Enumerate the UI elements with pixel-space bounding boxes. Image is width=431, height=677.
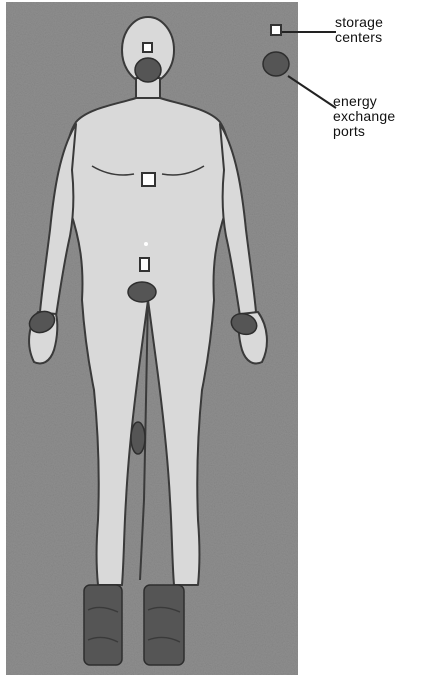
legend-label-storage-line1: storage bbox=[335, 15, 427, 30]
port-left-foot bbox=[84, 585, 122, 665]
port-right-foot bbox=[144, 585, 184, 665]
navel-dot bbox=[144, 242, 148, 246]
legend-storage-marker bbox=[271, 25, 281, 35]
storage-center-chest bbox=[142, 173, 155, 186]
legend-label-energy-exchange-ports: energy exchange ports bbox=[333, 94, 429, 139]
legend-label-energy-line3: ports bbox=[333, 124, 429, 139]
storage-center-abdomen bbox=[140, 258, 149, 271]
storage-center-forehead bbox=[143, 43, 152, 52]
port-knee bbox=[131, 422, 145, 454]
legend-label-energy-line1: energy bbox=[333, 94, 429, 109]
legend-port-marker bbox=[263, 52, 289, 76]
port-pelvis bbox=[128, 282, 156, 302]
legend-label-energy-line2: exchange bbox=[333, 109, 429, 124]
legend-label-storage-line2: centers bbox=[335, 30, 427, 45]
port-mouth bbox=[135, 58, 161, 82]
legend-label-storage-centers: storage centers bbox=[335, 15, 427, 45]
